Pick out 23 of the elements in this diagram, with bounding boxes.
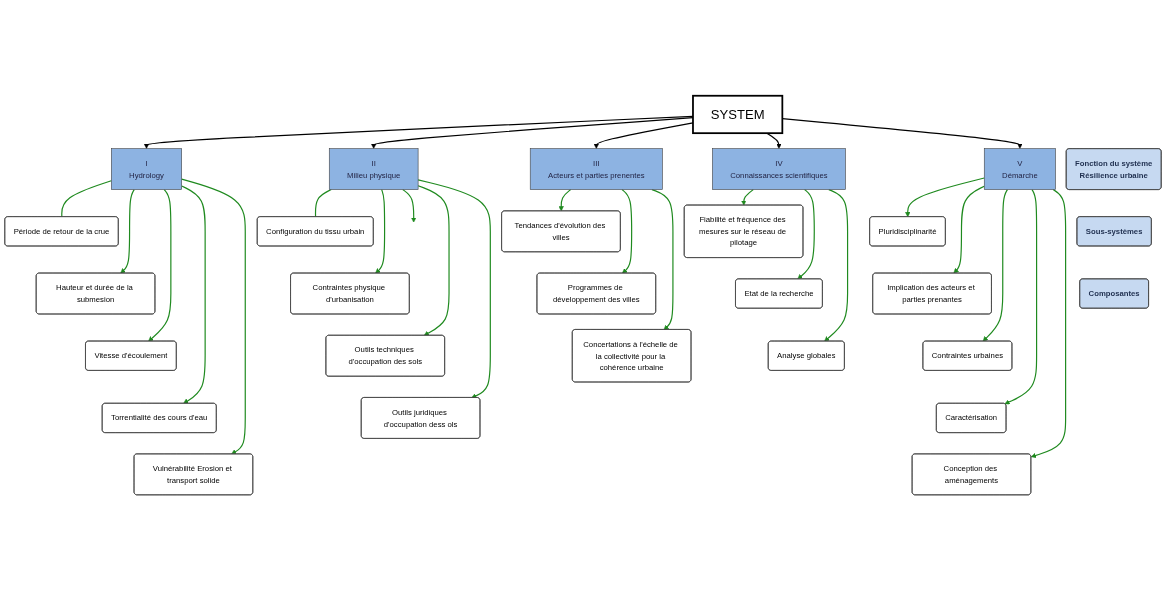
arrow <box>417 178 491 398</box>
arrow <box>402 188 417 223</box>
arrow <box>375 188 386 274</box>
arrow <box>651 188 674 330</box>
arrow <box>824 188 849 342</box>
arrow <box>181 178 246 455</box>
connector <box>61 179 112 218</box>
connector <box>314 188 332 218</box>
arrow <box>905 177 985 217</box>
arrow <box>417 184 450 336</box>
arrow <box>1030 188 1067 458</box>
arrow <box>148 188 172 342</box>
node-box: SYSTEM <box>692 94 784 134</box>
arrow <box>766 132 782 149</box>
arrow <box>181 185 206 404</box>
arrow <box>558 188 572 212</box>
arrow <box>621 188 633 274</box>
arrow <box>741 188 754 206</box>
arrow <box>1004 188 1038 405</box>
arrow <box>982 188 1009 342</box>
arrow <box>120 188 135 274</box>
arrow <box>797 188 815 280</box>
arrow <box>953 185 985 274</box>
